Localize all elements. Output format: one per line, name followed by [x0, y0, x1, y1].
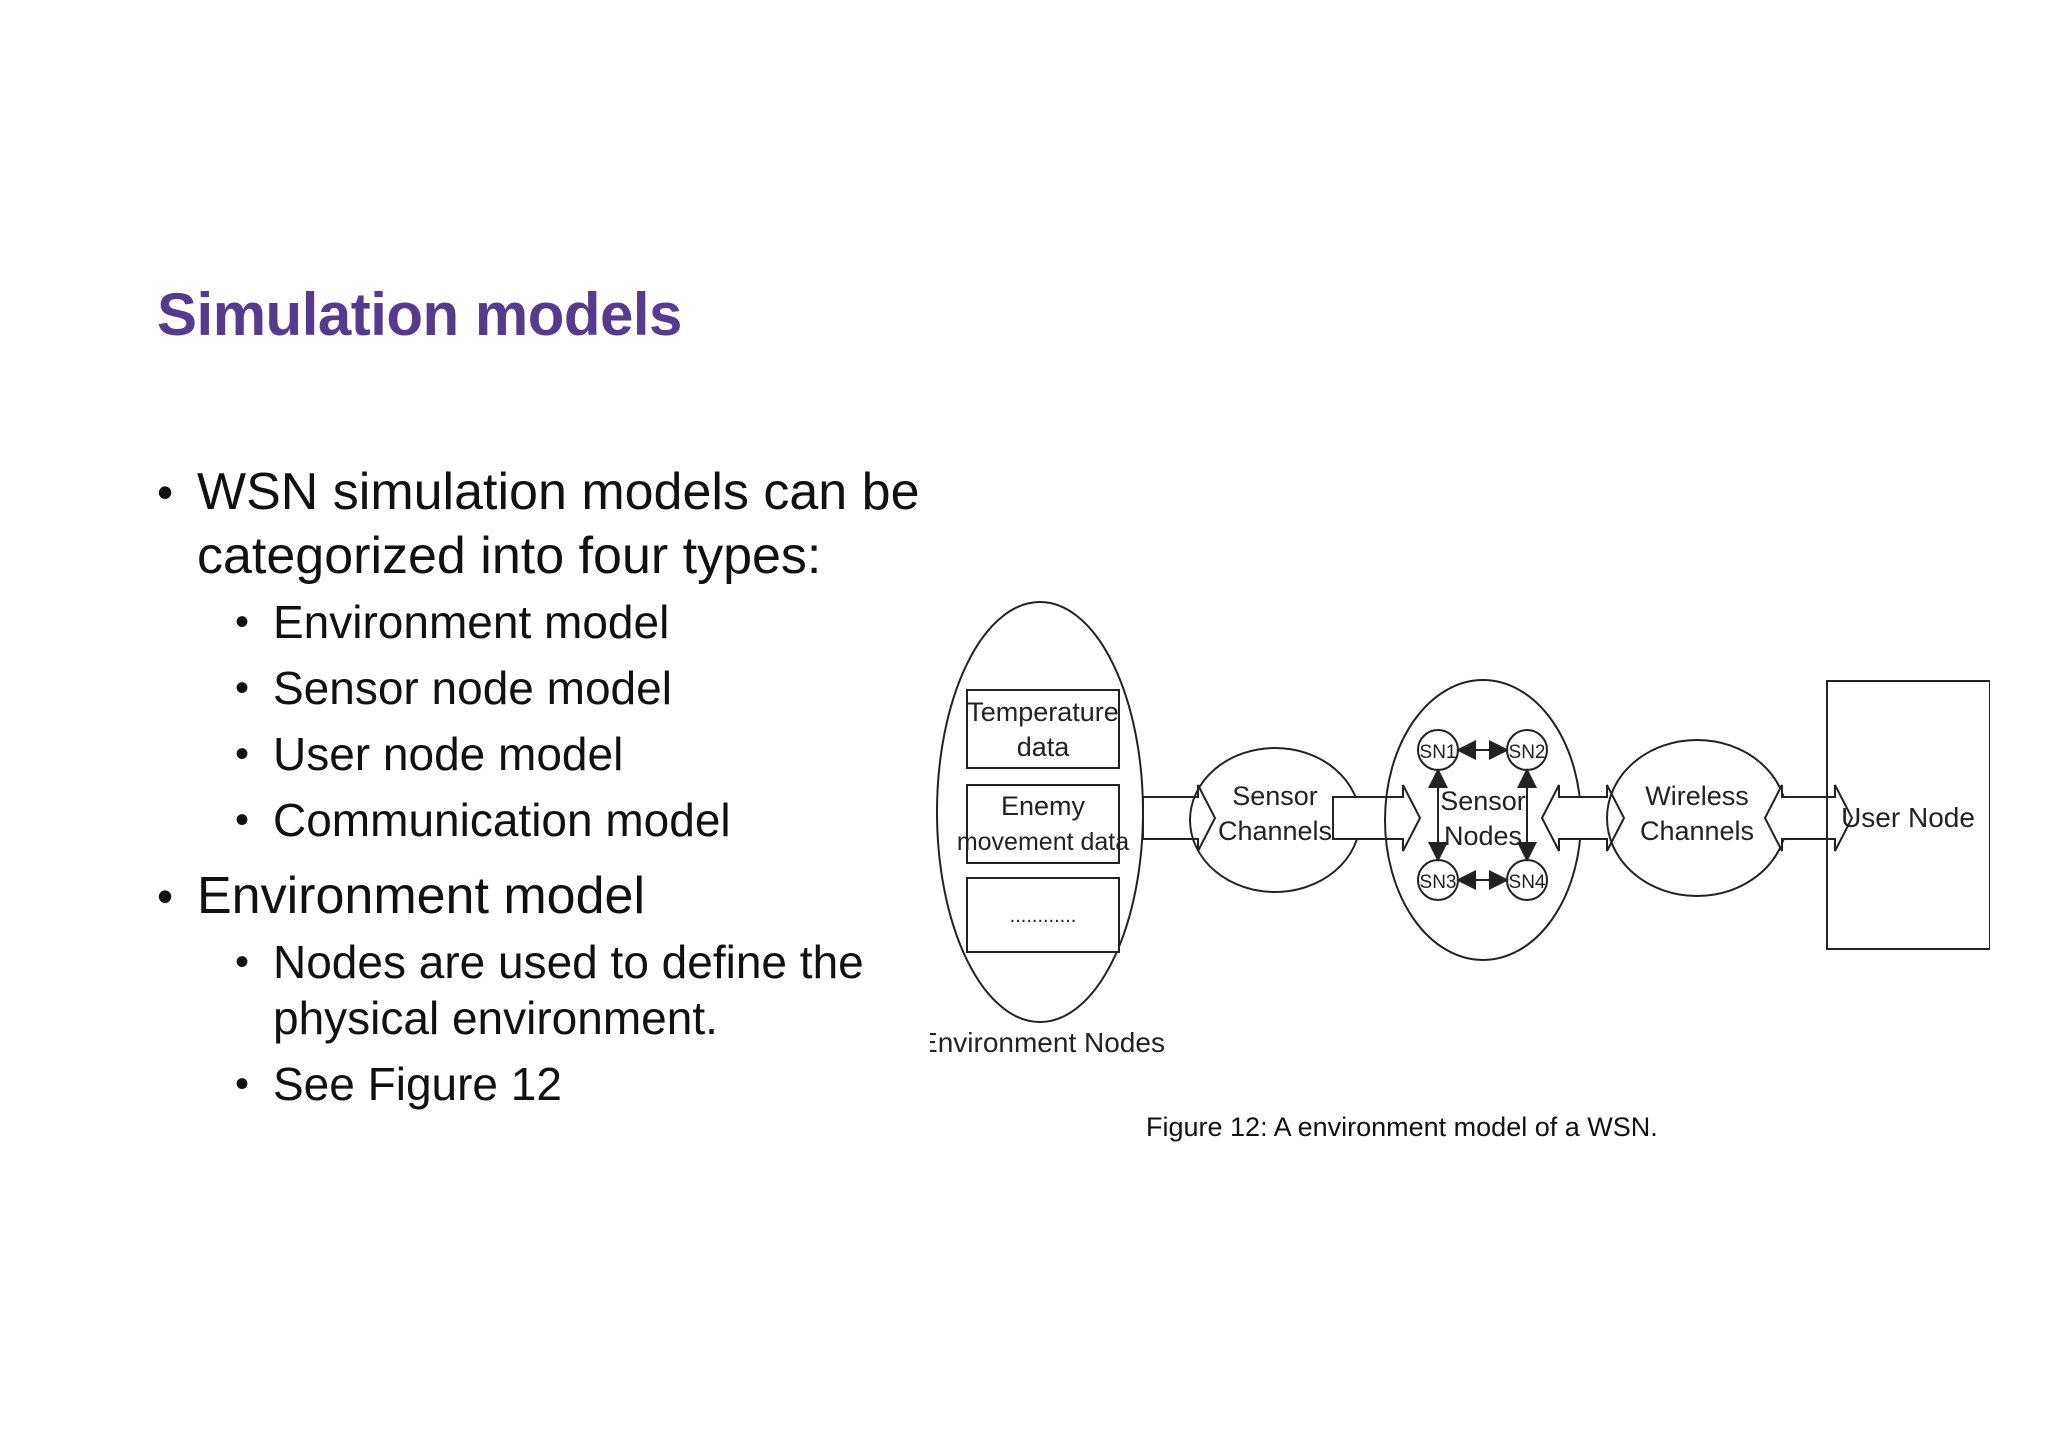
sub-bullet-item: • Communication model — [235, 792, 977, 848]
wireless-channels-label-2: Channels — [1640, 816, 1754, 846]
sn2-label: SN2 — [1509, 742, 1546, 763]
bullet-dot: • — [235, 600, 250, 644]
sensor-nodes-label: Sensor — [1440, 786, 1526, 816]
sub-bullet-item: • See Figure 12 — [235, 1056, 977, 1112]
bullet-dot: • — [235, 940, 250, 984]
sensor-channels-label: Sensor — [1232, 781, 1318, 811]
sub-bullet-item: • Environment model — [235, 594, 977, 650]
enemy-movement-data-box — [966, 784, 1120, 864]
more-data-ellipsis: ............ — [1010, 905, 1077, 927]
block-arrow — [1332, 784, 1422, 852]
figure-caption: Figure 12: A environment model of a WSN. — [1146, 1112, 1658, 1142]
sub-bullet-item: • User node model — [235, 726, 977, 782]
bullet-dot: • — [157, 466, 174, 518]
bullet-dot: • — [235, 732, 250, 776]
temperature-data-box — [966, 689, 1120, 769]
diagram-svg: Temperature data Enemy movement data ...… — [919, 601, 1991, 1058]
bullet-dot: • — [235, 1062, 250, 1106]
sub-bullet-text: Nodes are used to define the physical en… — [273, 936, 864, 1044]
bullet-dot: • — [235, 666, 250, 710]
user-node-label: User Node — [1841, 802, 1975, 833]
sensor-channels-label-2: Channels — [1218, 816, 1332, 846]
wireless-channels-label: Wireless — [1645, 781, 1749, 811]
more-data-box — [966, 877, 1120, 953]
sub-bullet-item: • Nodes are used to define the physical … — [235, 934, 873, 1046]
environment-nodes-label: Environment Nodes — [930, 1027, 1165, 1058]
sub-bullet-text: Sensor node model — [273, 662, 672, 714]
sn4-label: SN4 — [1509, 872, 1546, 893]
bullet-item: • Environment model — [157, 864, 977, 928]
bullet-text: Environment model — [197, 867, 645, 925]
sn1-label: SN1 — [1420, 742, 1457, 763]
wsn-environment-diagram: Temperature data Enemy movement data ...… — [919, 600, 1991, 1080]
slide-title: Simulation models — [157, 281, 682, 348]
double-block-arrow — [1540, 784, 1626, 852]
temperature-data-label: Temperature — [967, 697, 1119, 727]
bullet-dot: • — [157, 870, 174, 922]
bullet-dot: • — [235, 798, 250, 842]
sn3-label: SN3 — [1420, 872, 1457, 893]
sub-bullet-text: Environment model — [273, 596, 670, 648]
sub-bullet-text: See Figure 12 — [273, 1058, 562, 1110]
double-block-arrow — [1763, 784, 1854, 852]
sub-bullet-item: • Sensor node model — [235, 660, 977, 716]
enemy-movement-label: Enemy — [1001, 791, 1086, 821]
sub-bullet-text: User node model — [273, 728, 624, 780]
sub-bullet-text: Communication model — [273, 794, 731, 846]
block-arrow — [1142, 784, 1217, 852]
sensor-nodes-label-2: Nodes — [1444, 821, 1522, 851]
bullet-list: • WSN simulation models can be categoriz… — [157, 460, 977, 1122]
temperature-data-label-2: data — [1017, 732, 1071, 762]
bullet-text: WSN simulation models can be categorized… — [197, 463, 920, 585]
bullet-item: • WSN simulation models can be categoriz… — [157, 460, 977, 588]
enemy-movement-label-2: movement data — [957, 828, 1129, 856]
